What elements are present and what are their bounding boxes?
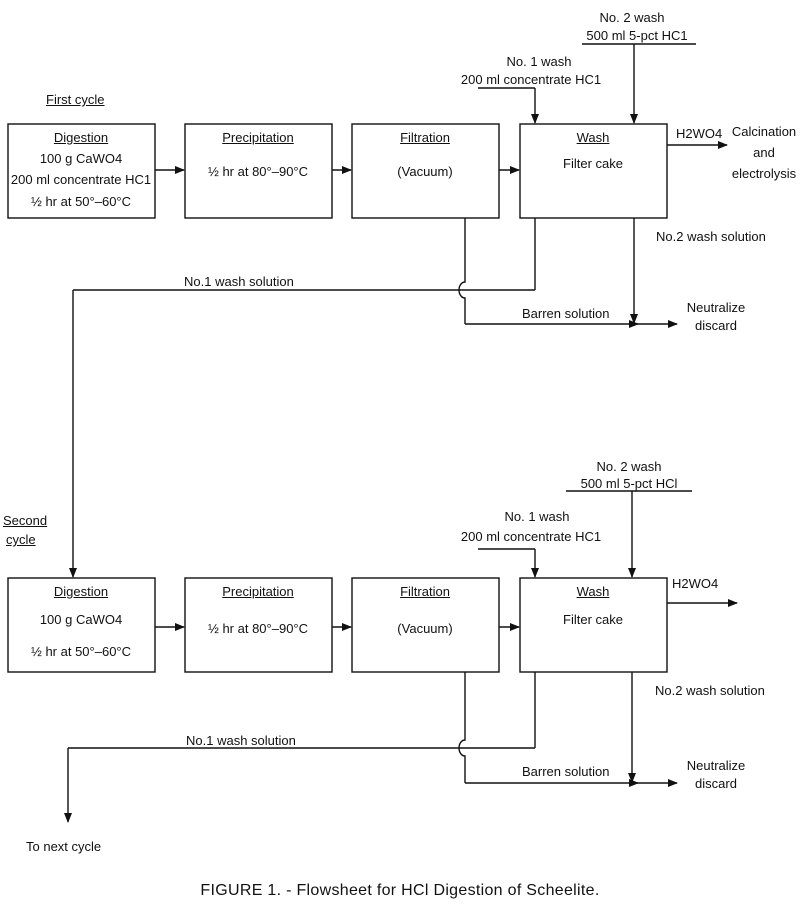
- neutralize-label-2a: Neutralize: [686, 758, 746, 773]
- cycle-label-2b: cycle: [6, 532, 36, 547]
- wash1-label-1: No. 1 wash: [506, 54, 572, 69]
- wash-line-1: Filter cake: [563, 156, 623, 171]
- wash2-solution-label-2: No.2 wash solution: [655, 683, 765, 698]
- cycle-label-1: First cycle: [46, 92, 105, 107]
- wash1-solution-label-1: No.1 wash solution: [184, 274, 294, 289]
- digestion-line-2b: ½ hr at 50°–60°C: [30, 644, 132, 659]
- wash2-detail-2: 500 ml 5-pct HCl: [580, 476, 678, 491]
- barren-label-1: Barren solution: [522, 306, 610, 321]
- neutralize-label-2b: discard: [695, 776, 737, 791]
- product-label-1: H2WO4: [676, 126, 723, 141]
- product-label-2: H2WO4: [672, 576, 719, 591]
- filtration-title-2: Filtration: [400, 584, 450, 599]
- wash1-detail-2: 200 ml concentrate HC1: [460, 529, 602, 544]
- digestion-title-1: Digestion: [53, 130, 109, 145]
- filtration-box-2: [351, 577, 500, 673]
- wash2-label-2: No. 2 wash: [596, 459, 662, 474]
- wash1-detail-1: 200 ml concentrate HC1: [460, 72, 602, 87]
- filtration-line-1: (Vacuum): [397, 164, 453, 179]
- wash2-solution-label-1: No.2 wash solution: [656, 229, 766, 244]
- next-cycle-label: To next cycle: [26, 839, 102, 854]
- digestion-line-2a: 100 g CaWO4: [39, 612, 123, 627]
- product-dest-1a: Calcination: [731, 124, 797, 139]
- cycle-label-2a: Second: [3, 513, 48, 528]
- digestion-line-1a: 100 g CaWO4: [39, 151, 123, 166]
- precipitation-line-2: ½ hr at 80°–90°C: [207, 621, 309, 636]
- precipitation-box-1: [184, 123, 333, 219]
- wash-box-1: [519, 123, 668, 219]
- digestion-line-1c: ½ hr at 50°–60°C: [30, 194, 132, 209]
- neutralize-label-1b: discard: [695, 318, 737, 333]
- filtration-line-2: (Vacuum): [397, 621, 453, 636]
- barren-label-2: Barren solution: [522, 764, 610, 779]
- precipitation-box-2: [184, 577, 333, 673]
- digestion-box-2: [7, 577, 156, 673]
- digestion-box-1: [7, 123, 156, 219]
- wash-box-2: [519, 577, 668, 673]
- filtration-title-1: Filtration: [400, 130, 450, 145]
- wash1-label-2: No. 1 wash: [504, 509, 570, 524]
- wash-line-2: Filter cake: [563, 612, 623, 627]
- wash1-solution-label-2: No.1 wash solution: [186, 733, 296, 748]
- product-dest-1b: and: [753, 145, 775, 160]
- precipitation-line-1: ½ hr at 80°–90°C: [207, 164, 309, 179]
- product-dest-1c: electrolysis: [731, 166, 797, 181]
- filtration-box-1: [351, 123, 500, 219]
- precipitation-title-2: Precipitation: [222, 584, 294, 599]
- wash2-label-1: No. 2 wash: [599, 10, 665, 25]
- wash-title-1: Wash: [576, 130, 610, 145]
- precipitation-title-1: Precipitation: [222, 130, 294, 145]
- digestion-line-1b: 200 ml concentrate HC1: [10, 172, 152, 187]
- figure-caption: FIGURE 1. - Flowsheet for HCl Digestion …: [200, 882, 600, 899]
- wash2-detail-1: 500 ml 5-pct HC1: [586, 28, 688, 43]
- wash-title-2: Wash: [576, 584, 610, 599]
- neutralize-label-1a: Neutralize: [686, 300, 746, 315]
- digestion-title-2: Digestion: [53, 584, 109, 599]
